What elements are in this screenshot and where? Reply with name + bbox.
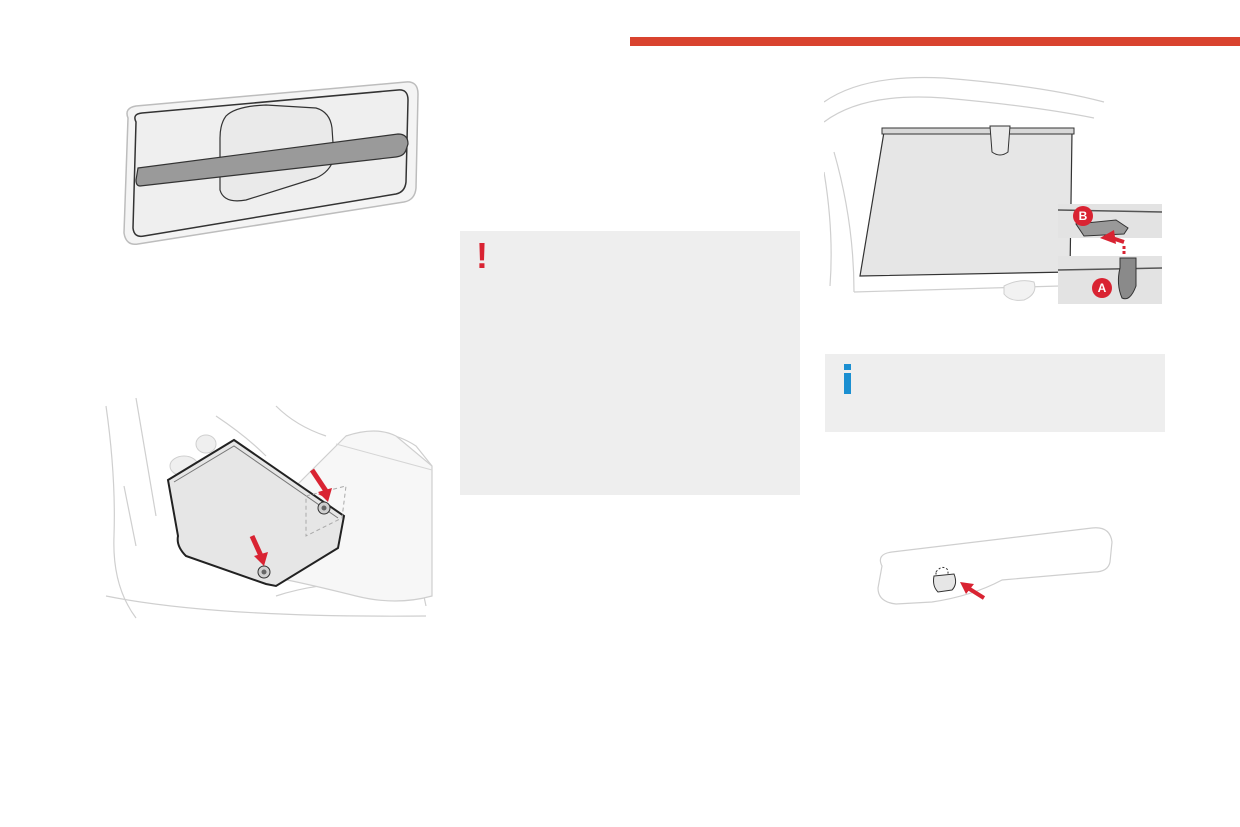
- door-handle-illustration: [116, 78, 422, 248]
- floor-mat-illustration: [96, 396, 434, 622]
- info-i-icon: [843, 364, 853, 394]
- warning-exclamation-icon: !: [476, 235, 488, 276]
- info-box: [825, 354, 1165, 432]
- sunblind-illustration: B A: [824, 72, 1164, 306]
- callout-label-b: B: [1073, 206, 1093, 226]
- warning-box: [460, 231, 800, 495]
- section-accent-bar: [630, 37, 1240, 46]
- callout-label-a: A: [1092, 278, 1112, 298]
- grab-handle-illustration: [872, 526, 1114, 606]
